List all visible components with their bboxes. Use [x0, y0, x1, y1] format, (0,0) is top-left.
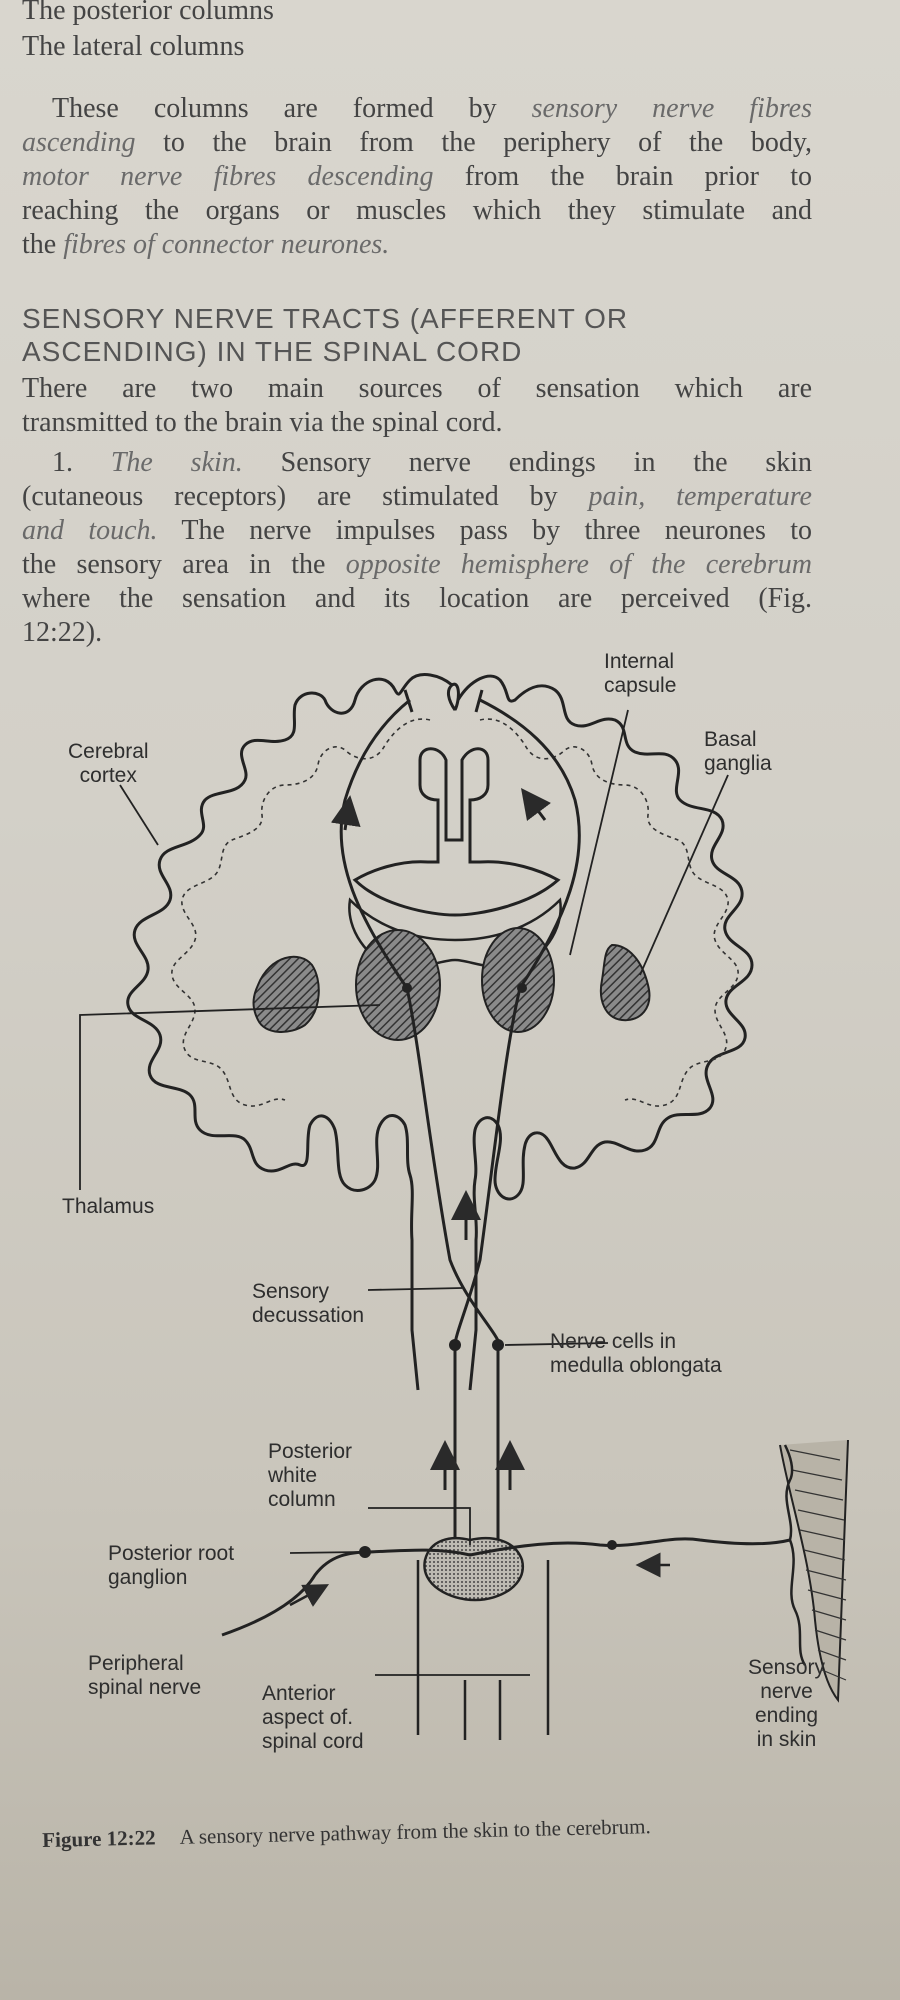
label-nerve-cells: Nerve cells in medulla oblongata [550, 1330, 722, 1377]
label-sensory-decussation: Sensory decussation [252, 1280, 365, 1327]
para3-line6: 12:22). [22, 617, 103, 648]
intro-line-2: The lateral columns [22, 31, 245, 62]
thalamus-synapse-right [517, 983, 527, 993]
para1-line3: motor nerve fibres descending from the b… [22, 161, 812, 192]
label-anterior-aspect: Anterior aspect of. spinal cord [262, 1682, 364, 1753]
corpus-callosum [352, 747, 561, 917]
fibre-tick-left [403, 689, 414, 713]
arrow-up-left-brain [330, 795, 361, 831]
label-sensory-nerve-ending: Sensory nerve ending in skin [748, 1656, 826, 1751]
para1-line1: These columns are formed by sensory nerv… [52, 93, 813, 124]
cortex-dashed-left [171, 718, 431, 1107]
thalamus-synapse-left [402, 983, 412, 993]
figure-number: Figure 12:22 [42, 1825, 156, 1852]
leader-root-ganglion [289, 1551, 361, 1554]
para3-line3: and touch. The nerve impulses pass by th… [22, 515, 812, 546]
cortex-dashed-right [479, 718, 739, 1107]
para3-line5: where the sensation and its location are… [22, 583, 812, 614]
arrow-up-right-brain [521, 788, 551, 821]
leader-decussation [367, 1287, 463, 1291]
skin-hatch [789, 1449, 847, 1681]
leader-basal-ganglia [639, 774, 729, 976]
basal-ganglion-left [252, 955, 320, 1033]
label-thalamus: Thalamus [62, 1195, 155, 1218]
fibre-right-lower [453, 987, 522, 1346]
posterior-root-ganglion [359, 1546, 371, 1558]
thalamus-left [355, 929, 441, 1041]
para3-line4: the sensory area in the opposite hemisph… [22, 549, 812, 580]
para2-line2: transmitted to the brain via the spinal … [22, 407, 503, 438]
peripheral-swelling [607, 1540, 617, 1550]
leader-internal-capsule [569, 709, 629, 956]
leader-nerve-cells [504, 1342, 609, 1346]
nerve-ending-skin [783, 1444, 807, 1666]
para2-line1: There are two main sources of sensation … [22, 373, 812, 404]
section-heading-line2: ASCENDING) IN THE SPINAL CORD [22, 336, 523, 367]
para3-line2: (cutaneous receptors) are stimulated by … [22, 481, 812, 512]
label-peripheral-spinal-nerve: Peripheral spinal nerve [88, 1652, 202, 1699]
label-posterior-root-ganglion: Posterior root ganglion [108, 1542, 235, 1589]
fibre-left-lower [405, 987, 502, 1346]
leader-cerebral-cortex [119, 784, 159, 846]
para1-line5: the fibres of connector neurones. [22, 229, 390, 260]
fibre-tick-right [474, 689, 484, 713]
thalamus-right [481, 927, 555, 1033]
leader-thalamus [79, 1004, 381, 1190]
peripheral-nerve [221, 1537, 791, 1637]
leader-posterior-column [368, 1507, 471, 1545]
para3-line1: 1. The skin. Sensory nerve endings in th… [52, 447, 813, 478]
section-heading-line1: SENSORY NERVE TRACTS (AFFERENT OR [22, 303, 629, 334]
brain-outline-right [456, 674, 754, 1391]
basal-ganglion-right [600, 943, 651, 1022]
intro-line-1: The posterior columns [22, 0, 274, 26]
para1-line4: reaching the organs or muscles which the… [22, 195, 812, 226]
fibre-right-upper [479, 698, 581, 989]
label-internal-capsule: Internal capsule [604, 650, 677, 697]
label-basal-ganglia: Basal ganglia [704, 728, 772, 775]
label-posterior-white-column: Posterior white column [268, 1440, 353, 1511]
spinal-cord-section [423, 1536, 525, 1602]
label-cerebral-cortex: Cerebral cortex [68, 740, 149, 787]
para1-line2: ascending to the brain from the peripher… [22, 127, 812, 158]
arrow-peripheral [289, 1584, 330, 1607]
